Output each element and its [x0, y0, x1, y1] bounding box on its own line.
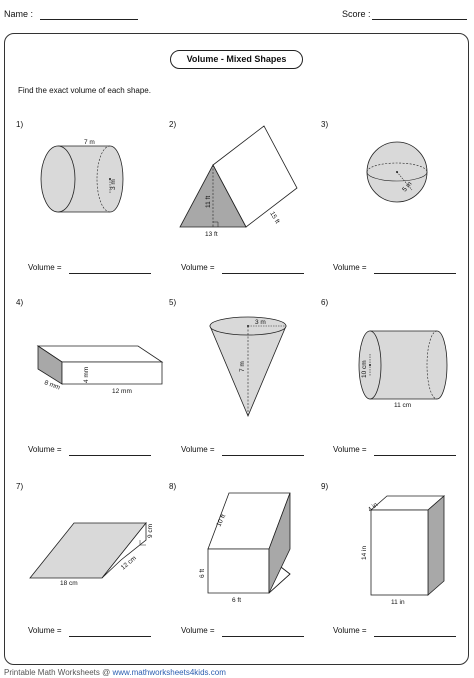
answer-field[interactable]	[69, 273, 151, 274]
answer-field[interactable]	[374, 455, 456, 456]
problem-number: 9)	[321, 482, 329, 491]
problem-number: 1)	[16, 120, 24, 129]
dimension-label: 11 in	[391, 599, 405, 606]
answer-field[interactable]	[69, 455, 151, 456]
dimension-label: 6 ft	[199, 569, 206, 578]
score-field[interactable]	[372, 19, 467, 20]
volume-label: Volume =	[28, 626, 62, 635]
dimension-label: 4 mm	[83, 367, 90, 383]
dimension-label: 6 ft	[232, 597, 241, 604]
volume-label: Volume =	[28, 263, 62, 272]
volume-label: Volume =	[181, 263, 215, 272]
volume-label: Volume =	[333, 263, 367, 272]
answer-field[interactable]	[222, 455, 304, 456]
dimension-label: 7 m	[239, 361, 246, 372]
worksheet-title: Volume - Mixed Shapes	[170, 50, 303, 69]
problem-number: 4)	[16, 298, 24, 307]
dimension-label: 13 ft	[205, 231, 218, 238]
volume-label: Volume =	[333, 445, 367, 454]
problem-number: 6)	[321, 298, 329, 307]
answer-field[interactable]	[222, 273, 304, 274]
dimension-label: 11 ft	[205, 196, 212, 208]
dimension-label: 9 cm	[147, 524, 154, 538]
problem-number: 5)	[169, 298, 177, 307]
answer-field[interactable]	[222, 636, 304, 637]
dimension-label: 14 in	[361, 546, 368, 560]
dimension-label: 10 ft	[215, 513, 227, 528]
answer-field[interactable]	[374, 273, 456, 274]
answer-field[interactable]	[374, 636, 456, 637]
name-field[interactable]	[40, 19, 138, 20]
dimension-label: 12 mm	[112, 388, 132, 395]
problem-number: 8)	[169, 482, 177, 491]
score-label: Score :	[342, 9, 371, 19]
problem-number: 3)	[321, 120, 329, 129]
name-label: Name :	[4, 9, 34, 19]
problem-number: 2)	[169, 120, 177, 129]
answer-field[interactable]	[69, 636, 151, 637]
dimension-label: 11 cm	[394, 402, 411, 409]
footer-link[interactable]: www.mathworksheets4kids.com	[112, 668, 226, 677]
volume-label: Volume =	[181, 626, 215, 635]
volume-label: Volume =	[333, 626, 367, 635]
footer-prefix: Printable Math Worksheets @	[4, 668, 111, 677]
instructions: Find the exact volume of each shape.	[18, 86, 151, 95]
worksheet-frame	[4, 33, 469, 665]
footer: Printable Math Worksheets @ www.mathwork…	[4, 668, 226, 677]
dimension-label: 3 m	[255, 319, 266, 326]
dimension-label: 10 cm	[361, 360, 368, 378]
dimension-label: 7 m	[84, 139, 95, 146]
dimension-label: 3 m	[110, 179, 117, 190]
volume-label: Volume =	[181, 445, 215, 454]
dimension-label: 18 cm	[60, 580, 78, 587]
volume-label: Volume =	[28, 445, 62, 454]
problem-number: 7)	[16, 482, 24, 491]
